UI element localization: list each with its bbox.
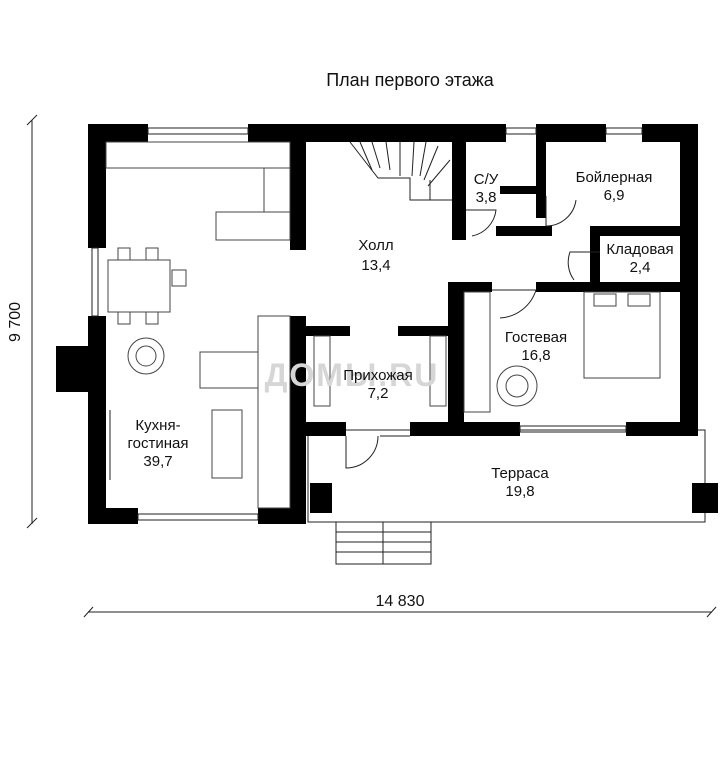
room-bathroom: С/У 3,8 — [474, 171, 499, 206]
room-guest-name: Гостевая — [505, 329, 567, 346]
room-guest: Гостевая 16,8 — [505, 329, 567, 364]
room-terrace: Терраса 19,8 — [491, 465, 549, 500]
terrace-outline — [307, 429, 718, 565]
entry-wardrobes — [313, 335, 447, 407]
dimension-height: 9 700 — [7, 114, 38, 529]
room-boiler-name: Бойлерная — [576, 169, 653, 186]
kitchen-furniture — [105, 141, 291, 509]
windows — [91, 127, 643, 521]
room-hall-name: Холл — [358, 237, 393, 254]
room-guest-area: 16,8 — [521, 347, 550, 364]
guest-furniture — [463, 291, 661, 413]
room-kitchen-name-2: гостиная — [128, 435, 189, 452]
room-kitchen: Кухня- гостиная 39,7 — [128, 417, 189, 470]
dimension-width-label: 14 830 — [376, 593, 425, 610]
room-boiler: Бойлерная 6,9 — [576, 169, 653, 204]
room-terrace-area: 19,8 — [505, 483, 534, 500]
room-entry-area: 7,2 — [368, 385, 389, 402]
watermark: ДОМЫ.RU — [265, 357, 440, 393]
room-kitchen-area: 39,7 — [143, 453, 172, 470]
room-hall: Холл 13,4 — [358, 237, 393, 274]
room-bathroom-area: 3,8 — [476, 189, 497, 206]
room-storage-area: 2,4 — [630, 259, 651, 276]
walls — [56, 124, 698, 524]
room-hall-area: 13,4 — [361, 257, 390, 274]
room-kitchen-name-1: Кухня- — [135, 417, 180, 434]
room-terrace-name: Терраса — [491, 465, 549, 482]
room-storage: Кладовая 2,4 — [606, 241, 673, 276]
plan-title: План первого этажа — [326, 70, 495, 90]
room-storage-name: Кладовая — [606, 241, 673, 258]
room-entry: Прихожая 7,2 — [343, 367, 413, 402]
doors — [345, 196, 600, 469]
room-bathroom-name: С/У — [474, 171, 499, 188]
stairs — [349, 141, 452, 201]
dimension-width: 14 830 — [83, 593, 717, 618]
dimension-height-label: 9 700 — [7, 302, 24, 342]
room-boiler-area: 6,9 — [604, 187, 625, 204]
room-entry-name: Прихожая — [343, 367, 413, 384]
